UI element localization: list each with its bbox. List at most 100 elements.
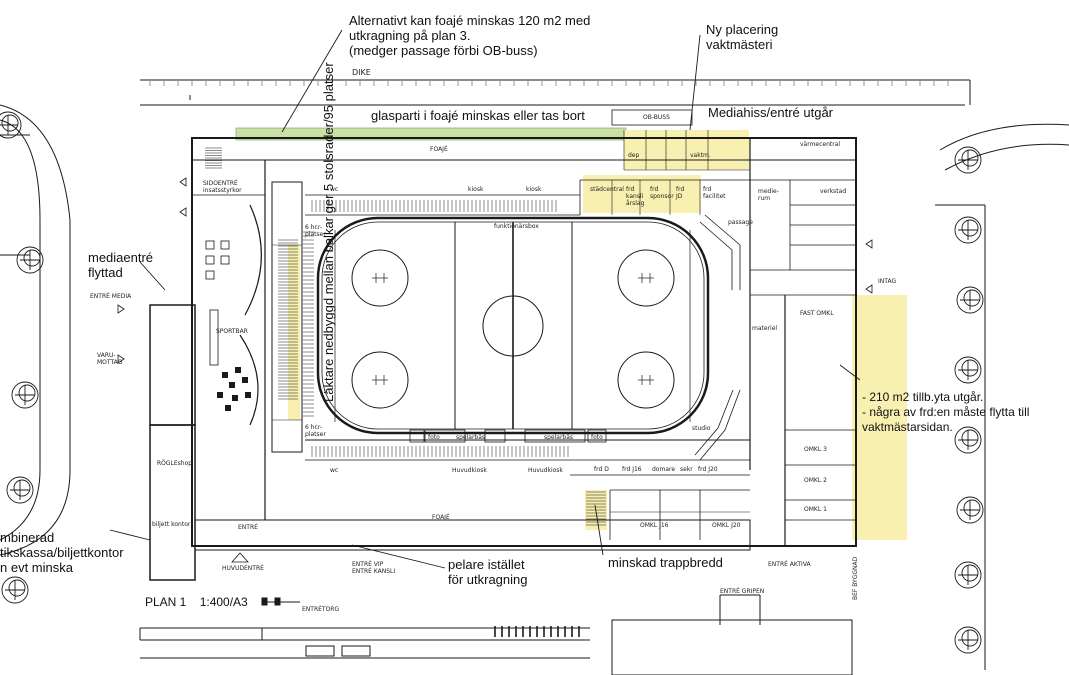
label-side-entrance: SIDOENTRÉ insatsstyrkor xyxy=(203,180,242,194)
label-sekr: sekr xyxy=(680,466,693,473)
label-goods-reception: VARU- MOTTAG xyxy=(97,352,123,366)
leader-lines xyxy=(109,29,861,569)
label-sportbar: SPORTBAR xyxy=(216,328,248,335)
label-foto-2: foto xyxy=(591,434,603,441)
tree-icon xyxy=(1,576,29,604)
left-road xyxy=(0,104,71,556)
bollards xyxy=(494,626,580,637)
label-vaktm: vaktm. xyxy=(690,152,711,159)
label-domare: domare xyxy=(652,466,676,473)
note-extra-area: - 210 m2 tillb.yta utgår. - några av frd… xyxy=(862,390,1030,434)
label-wc-1: wc xyxy=(330,186,339,193)
label-frd-faciliteter: frd facilitet xyxy=(703,186,726,200)
entrance-markers xyxy=(117,177,873,563)
label-hcr-2: 6 hcr- platser xyxy=(305,424,326,438)
label-spelarbas-1: spelarbås xyxy=(456,434,486,441)
label-frd-jd: frd JD xyxy=(676,186,685,200)
label-dep: dep xyxy=(628,152,640,159)
label-cleaning: städcentral xyxy=(590,186,624,193)
note-media-elevator: Mediahiss/entré utgår xyxy=(708,105,834,120)
plan-label: PLAN 1 1:400/A3 xyxy=(145,595,248,609)
note-combined-ticket: mbinerad tikskassa/biljettkontor n evt m… xyxy=(0,530,124,575)
table xyxy=(205,255,215,265)
table xyxy=(205,240,215,250)
label-foto-1: foto xyxy=(428,434,440,441)
label-spelarbas-2: spelarbås xyxy=(544,434,574,441)
label-omkl-1: OMKL 1 xyxy=(804,506,827,513)
label-kiosk-1: kiosk xyxy=(468,186,484,193)
label-kiosk-2: kiosk xyxy=(526,186,542,193)
table xyxy=(242,377,248,383)
label-ob-bus: OB-BUSS xyxy=(643,114,670,121)
yellow-stand xyxy=(288,245,300,420)
tree-icon xyxy=(954,356,982,384)
tree-icon xyxy=(954,426,982,454)
label-foyer-bottom: FOAJÉ xyxy=(432,514,450,521)
ice-rink xyxy=(316,216,710,443)
yellow-vaktmasteri xyxy=(624,130,749,170)
label-verkstad: verkstad xyxy=(820,188,847,195)
label-omkl-j16: OMKL J16 xyxy=(640,522,669,529)
sportbar-tables xyxy=(205,240,251,411)
street-ticks xyxy=(149,81,949,86)
table xyxy=(245,392,251,398)
label-foyer-top: FOAJÉ xyxy=(430,146,448,153)
table xyxy=(222,372,228,378)
tree-icon xyxy=(11,381,39,409)
tree-icon xyxy=(956,496,984,524)
scale-bar xyxy=(261,597,300,606)
tree-icon xyxy=(954,561,982,589)
table xyxy=(225,405,231,411)
label-rogle-shop: RÖGLEshop xyxy=(157,460,193,467)
label-entrance-media: ENTRÉ MEDIA xyxy=(90,293,132,300)
note-reduced-stair: minskad trappbredd xyxy=(608,555,723,570)
right-road xyxy=(935,123,1069,670)
label-hcr-1: 6 hcr- platser xyxy=(305,224,326,238)
note-new-placement: Ny placering vaktmästeri xyxy=(706,22,779,52)
bottom-site xyxy=(139,594,853,675)
tree-icon xyxy=(6,476,34,504)
tree-icon xyxy=(954,626,982,654)
tree-icon xyxy=(954,146,982,174)
tree-icon xyxy=(16,246,44,274)
note-foyer-reduce: Alternativt kan foajé minskas 120 m2 med… xyxy=(349,13,591,58)
street-lines xyxy=(140,79,971,106)
trees xyxy=(0,111,984,654)
note-pillars: pelare istället för utkragning xyxy=(448,557,528,587)
label-wc-2: wc xyxy=(330,467,339,474)
label-frd-d: frd D xyxy=(594,466,609,473)
table xyxy=(232,395,238,401)
label-main-kiosk-1: Huvudkiosk xyxy=(452,467,487,474)
label-frd-kansli: frd kansli årslag xyxy=(626,186,645,207)
label-omkl-3: OMKL 3 xyxy=(804,446,827,453)
label-varmecentral: värmecentral xyxy=(800,141,841,148)
label-entrance-gripen: ENTRÉ GRIPEN xyxy=(720,588,765,595)
label-materiel: materiel xyxy=(752,325,778,332)
label-funktionarsbox: funktionärsbox xyxy=(494,223,539,230)
note-media-entrance: mediaentré flyttad xyxy=(88,250,154,280)
label-ticket-office: biljett kontor xyxy=(152,521,191,528)
label-omkl-j20: OMKL J20 xyxy=(712,522,741,529)
table xyxy=(235,367,241,373)
sportbar-furniture xyxy=(209,204,262,426)
table xyxy=(220,255,230,265)
label-frd-j16: frd J16 xyxy=(622,466,642,473)
label-entrance: ENTRÉ xyxy=(238,524,258,531)
building-walls xyxy=(149,109,857,581)
label-mediarum: medie- rum xyxy=(758,188,779,202)
label-dike: DIKE xyxy=(352,68,371,77)
label-fast-omkl: FAST OMKL xyxy=(800,310,834,317)
tree-icon xyxy=(954,216,982,244)
label-passage: passage xyxy=(728,219,753,226)
table xyxy=(205,270,215,280)
stairs xyxy=(205,147,606,526)
label-entrance-vip: ENTRÉ VIP ENTRÉ KANSLI xyxy=(352,561,396,575)
label-main-entrance: HUVUDENTRÉ xyxy=(222,565,264,572)
label-omkl-2: OMKL 2 xyxy=(804,477,827,484)
yellow-frd xyxy=(583,175,701,213)
note-glass-section: glasparti i foajé minskas eller tas bort xyxy=(371,108,585,123)
label-frd-j20: frd J20 xyxy=(698,466,718,473)
label-frd-sponsor: frd sponsor xyxy=(650,186,674,200)
yellow-extra-area xyxy=(852,295,907,540)
